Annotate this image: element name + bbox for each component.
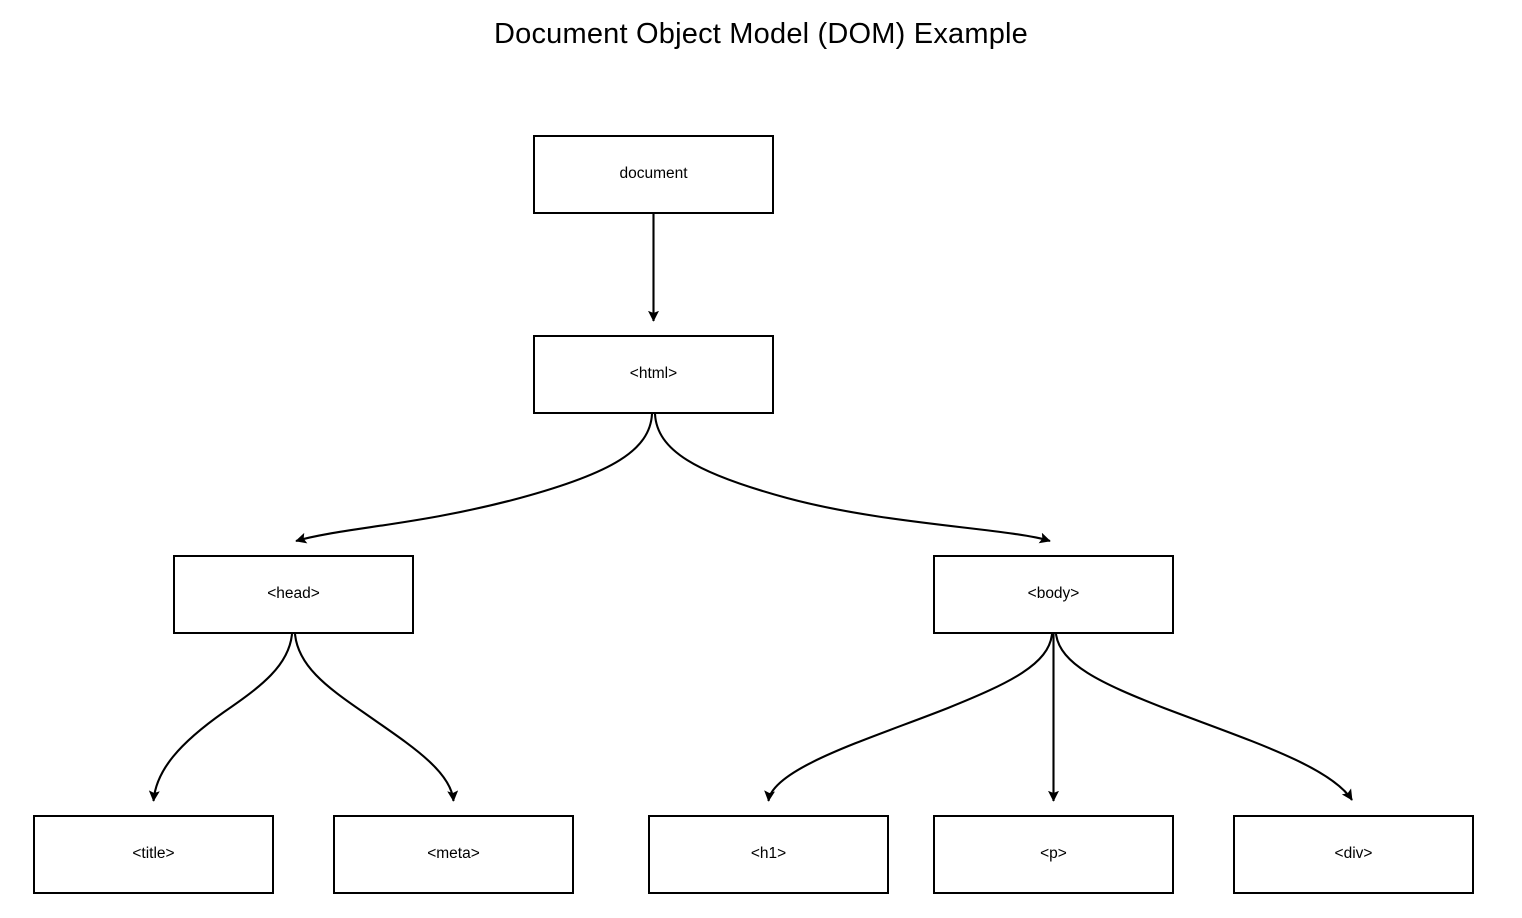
node-p[interactable]: <p> — [933, 815, 1174, 894]
node-title-label: <title> — [132, 844, 175, 862]
node-head[interactable]: <head> — [173, 555, 414, 634]
page-title: Document Object Model (DOM) Example — [494, 18, 1028, 50]
node-div[interactable]: <div> — [1233, 815, 1474, 894]
edge-body-to-div — [1054, 633, 1353, 801]
edge-html-to-head — [295, 413, 654, 544]
edge-head-to-title — [148, 633, 294, 802]
node-html-label: <html> — [629, 364, 678, 382]
node-h1[interactable]: <h1> — [648, 815, 889, 894]
node-document[interactable]: document — [533, 135, 774, 214]
node-h1-label: <h1> — [750, 844, 787, 862]
node-meta[interactable]: <meta> — [333, 815, 574, 894]
node-div-label: <div> — [1334, 844, 1373, 862]
edge-head-to-meta — [293, 633, 459, 802]
node-p-label: <p> — [1040, 844, 1067, 862]
node-title[interactable]: <title> — [33, 815, 274, 894]
edge-html-to-body — [653, 413, 1051, 544]
node-body[interactable]: <body> — [933, 555, 1174, 634]
node-head-label: <head> — [267, 584, 320, 602]
node-body-label: <body> — [1027, 584, 1080, 602]
node-meta-label: <meta> — [427, 844, 480, 862]
edge-body-to-h1 — [764, 633, 1054, 802]
node-html[interactable]: <html> — [533, 335, 774, 414]
node-document-label: document — [619, 164, 688, 182]
